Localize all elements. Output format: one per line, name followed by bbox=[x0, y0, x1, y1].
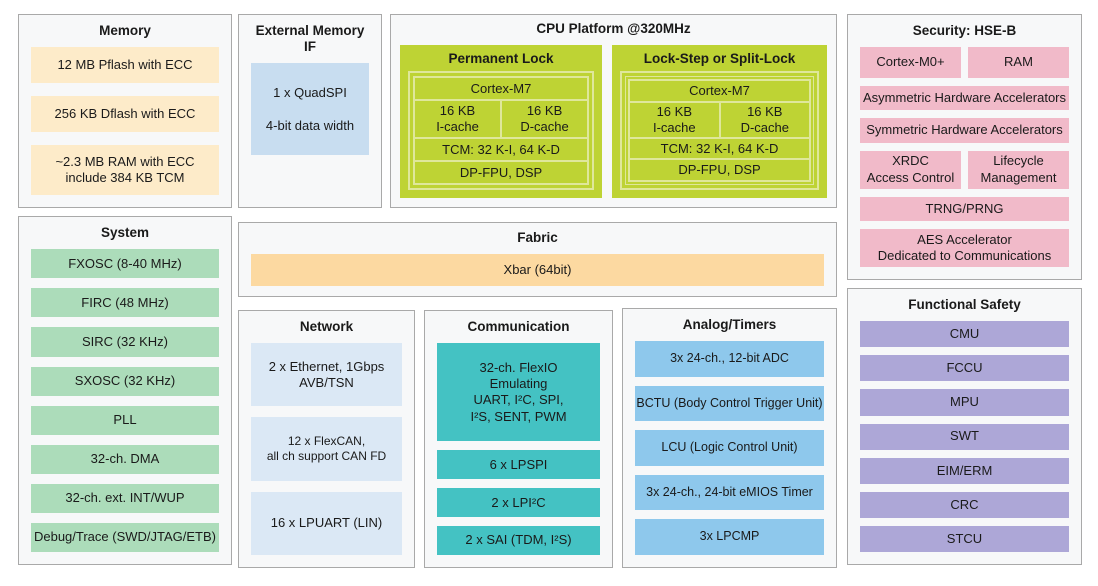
asymmetric-accelerators-item: Asymmetric Hardware Accelerators bbox=[860, 85, 1069, 111]
aes-accelerator-item: AES Accelerator Dedicated to Communicati… bbox=[860, 229, 1069, 268]
lockstep-title: Lock-Step or Split-Lock bbox=[643, 51, 796, 67]
cpu-cores: Permanent Lock Cortex-M7 16 KB I-cache 1… bbox=[400, 45, 827, 198]
debug-trace-item: Debug/Trace (SWD/JTAG/ETB) bbox=[31, 522, 219, 553]
fabric-items: Xbar (64bit) bbox=[251, 254, 824, 286]
network-items: 2 x Ethernet, 1Gbps AVB/TSN 12 x FlexCAN… bbox=[251, 343, 402, 555]
fabric-title: Fabric bbox=[517, 230, 558, 245]
lpuart-item: 16 x LPUART (LIN) bbox=[251, 491, 402, 555]
lpi2c-item: 2 x LPI²C bbox=[437, 488, 600, 518]
system-title: System bbox=[100, 225, 150, 240]
communication-title: Communication bbox=[467, 319, 570, 334]
flexio-item: 32-ch. FlexIO Emulating UART, I²C, SPI, … bbox=[437, 343, 600, 442]
memory-title: Memory bbox=[99, 23, 151, 38]
fpu-cell: DP-FPU, DSP bbox=[415, 161, 588, 184]
security-row-1: Cortex-M0+ RAM bbox=[860, 47, 1069, 78]
permanent-lock-outline: Cortex-M7 16 KB I-cache 16 KB D-cache TC… bbox=[408, 71, 595, 190]
fccu-item: FCCU bbox=[860, 355, 1069, 382]
ram-item: RAM bbox=[968, 47, 1069, 78]
memory-item-dflash: 256 KB Dflash with ECC bbox=[31, 96, 219, 132]
cortex-m0-item: Cortex-M0+ bbox=[860, 47, 961, 78]
permanent-lock-core: Permanent Lock Cortex-M7 16 KB I-cache 1… bbox=[400, 45, 603, 198]
analog-timers-title: Analog/Timers bbox=[682, 317, 777, 332]
stcu-item: STCU bbox=[860, 525, 1069, 552]
network-block: Network 2 x Ethernet, 1Gbps AVB/TSN 12 x… bbox=[238, 310, 415, 568]
symmetric-accelerators-item: Symmetric Hardware Accelerators bbox=[860, 118, 1069, 143]
dcache-cell: 16 KB D-cache bbox=[502, 101, 588, 137]
lpcmp-item: 3x LPCMP bbox=[635, 519, 824, 555]
lifecycle-item: Lifecycle Management bbox=[968, 150, 1069, 189]
crc-item: CRC bbox=[860, 491, 1069, 518]
memory-block: Memory 12 MB Pflash with ECC 256 KB Dfla… bbox=[18, 14, 232, 208]
fxosc-item: FXOSC (8-40 MHz) bbox=[31, 249, 219, 279]
tcm-cell: TCM: 32 K-I, 64 K-D bbox=[630, 138, 809, 159]
ethernet-item: 2 x Ethernet, 1Gbps AVB/TSN bbox=[251, 343, 402, 407]
adc-item: 3x 24-ch., 12-bit ADC bbox=[635, 341, 824, 377]
xbar-item: Xbar (64bit) bbox=[251, 254, 824, 286]
icache-cell: 16 KB I-cache bbox=[415, 101, 501, 137]
emios-item: 3x 24-ch., 24-bit eMIOS Timer bbox=[635, 474, 824, 511]
cmu-item: CMU bbox=[860, 321, 1069, 348]
permanent-lock-grid: Cortex-M7 16 KB I-cache 16 KB D-cache TC… bbox=[413, 76, 590, 185]
network-title: Network bbox=[299, 319, 354, 334]
cortex-m7-cell: Cortex-M7 bbox=[415, 78, 588, 100]
communication-block: Communication 32-ch. FlexIO Emulating UA… bbox=[424, 310, 613, 568]
flexcan-item: 12 x FlexCAN, all ch support CAN FD bbox=[251, 417, 402, 481]
fabric-block: Fabric Xbar (64bit) bbox=[238, 222, 837, 297]
cpu-platform-block: CPU Platform @320MHz Permanent Lock Cort… bbox=[390, 14, 837, 208]
cache-row: 16 KB I-cache 16 KB D-cache bbox=[415, 101, 588, 137]
swt-item: SWT bbox=[860, 423, 1069, 450]
security-title: Security: HSE-B bbox=[912, 23, 1017, 38]
fpu-cell: DP-FPU, DSP bbox=[630, 160, 809, 181]
memory-item-ram: ~2.3 MB RAM with ECC include 384 KB TCM bbox=[31, 144, 219, 195]
xrdc-item: XRDC Access Control bbox=[860, 150, 961, 189]
security-hse-b-block: Security: HSE-B Cortex-M0+ RAM Asymmetri… bbox=[847, 14, 1082, 280]
sai-item: 2 x SAI (TDM, I²S) bbox=[437, 526, 600, 555]
security-row-2: XRDC Access Control Lifecycle Management bbox=[860, 150, 1069, 189]
lcu-item: LCU (Logic Control Unit) bbox=[635, 430, 824, 466]
eim-erm-item: EIM/ERM bbox=[860, 457, 1069, 484]
cpu-platform-title: CPU Platform @320MHz bbox=[536, 21, 691, 36]
permanent-lock-title: Permanent Lock bbox=[448, 51, 554, 67]
mpu-item: MPU bbox=[860, 389, 1069, 416]
analog-timers-items: 3x 24-ch., 12-bit ADC BCTU (Body Control… bbox=[635, 341, 824, 555]
lockstep-outline-1: Cortex-M7 16 KB I-cache 16 KB D-cache TC… bbox=[620, 71, 819, 190]
cache-row: 16 KB I-cache 16 KB D-cache bbox=[630, 102, 810, 137]
firc-item: FIRC (48 MHz) bbox=[31, 288, 219, 318]
quadspi-item: 1 x QuadSPI 4-bit data width bbox=[251, 63, 369, 156]
lpspi-item: 6 x LPSPI bbox=[437, 450, 600, 480]
sirc-item: SIRC (32 KHz) bbox=[31, 327, 219, 357]
system-items: FXOSC (8-40 MHz) FIRC (48 MHz) SIRC (32 … bbox=[31, 249, 219, 553]
tcm-cell: TCM: 32 K-I, 64 K-D bbox=[415, 138, 588, 160]
memory-item-pflash: 12 MB Pflash with ECC bbox=[31, 47, 219, 84]
sxosc-item: SXOSC (32 KHz) bbox=[31, 366, 219, 396]
external-memory-if-block: External Memory IF 1 x QuadSPI 4-bit dat… bbox=[238, 14, 382, 208]
external-memory-if-title: External Memory IF bbox=[255, 23, 365, 55]
int-wup-item: 32-ch. ext. INT/WUP bbox=[31, 483, 219, 513]
bctu-item: BCTU (Body Control Trigger Unit) bbox=[635, 385, 824, 422]
dma-item: 32-ch. DMA bbox=[31, 444, 219, 474]
icache-cell: 16 KB I-cache bbox=[630, 102, 719, 137]
functional-safety-block: Functional Safety CMU FCCU MPU SWT EIM/E… bbox=[847, 288, 1082, 565]
security-items: Cortex-M0+ RAM Asymmetric Hardware Accel… bbox=[860, 47, 1069, 268]
lockstep-core: Lock-Step or Split-Lock Cortex-M7 16 KB … bbox=[612, 45, 827, 198]
cortex-m7-cell: Cortex-M7 bbox=[630, 81, 809, 101]
lockstep-outline-2: Cortex-M7 16 KB I-cache 16 KB D-cache TC… bbox=[625, 76, 814, 185]
trng-prng-item: TRNG/PRNG bbox=[860, 196, 1069, 222]
system-block: System FXOSC (8-40 MHz) FIRC (48 MHz) SI… bbox=[18, 216, 232, 565]
functional-safety-title: Functional Safety bbox=[908, 297, 1021, 312]
lockstep-grid: Cortex-M7 16 KB I-cache 16 KB D-cache TC… bbox=[628, 79, 811, 182]
external-memory-if-items: 1 x QuadSPI 4-bit data width bbox=[251, 63, 369, 195]
pll-item: PLL bbox=[31, 405, 219, 435]
dcache-cell: 16 KB D-cache bbox=[720, 102, 810, 137]
memory-items: 12 MB Pflash with ECC 256 KB Dflash with… bbox=[31, 47, 219, 195]
communication-items: 32-ch. FlexIO Emulating UART, I²C, SPI, … bbox=[437, 343, 600, 555]
functional-safety-items: CMU FCCU MPU SWT EIM/ERM CRC STCU bbox=[860, 321, 1069, 552]
analog-timers-block: Analog/Timers 3x 24-ch., 12-bit ADC BCTU… bbox=[622, 308, 837, 568]
